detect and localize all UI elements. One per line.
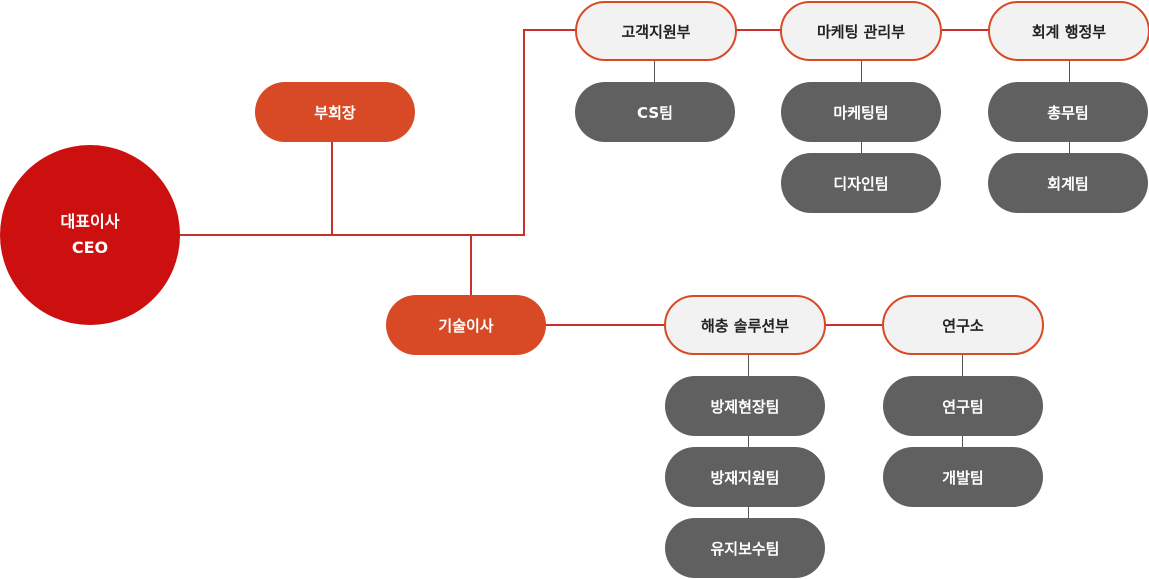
connector-cs	[654, 60, 655, 84]
team-development: 개발팀	[883, 447, 1043, 507]
team-cs-label: CS팀	[637, 103, 673, 122]
team-maintenance-label: 유지보수팀	[710, 539, 780, 558]
team-development-label: 개발팀	[942, 468, 984, 487]
team-general-affairs-label: 총무팀	[1047, 103, 1089, 122]
connector-cto	[470, 235, 472, 297]
team-marketing: 마케팅팀	[781, 82, 941, 142]
dept-research-label: 연구소	[942, 316, 984, 335]
connector-top-row	[523, 29, 989, 31]
ceo-node: 대표이사 CEO	[0, 145, 180, 325]
dept-customer-support-label: 고객지원부	[621, 22, 691, 41]
team-accounting: 회계팀	[988, 153, 1148, 213]
team-maintenance: 유지보수팀	[665, 518, 825, 578]
dept-accounting-label: 회계 행정부	[1031, 22, 1107, 41]
dept-accounting: 회계 행정부	[988, 1, 1149, 61]
team-research: 연구팀	[883, 376, 1043, 436]
vice-chairman-label: 부회장	[314, 103, 356, 122]
ceo-title: 대표이사	[60, 212, 120, 231]
team-field-control-label: 방제현장팀	[710, 397, 780, 416]
dept-marketing-label: 마케팅 관리부	[816, 22, 906, 41]
team-field-control: 방제현장팀	[665, 376, 825, 436]
connector-ceo-main	[178, 234, 524, 236]
team-design: 디자인팀	[781, 153, 941, 213]
ceo-subtitle: CEO	[71, 238, 109, 257]
dept-research: 연구소	[882, 295, 1044, 355]
dept-solutions: 해충 솔루션부	[664, 295, 826, 355]
team-control-support: 방재지원팀	[665, 447, 825, 507]
team-control-support-label: 방재지원팀	[710, 468, 780, 487]
team-marketing-label: 마케팅팀	[833, 103, 889, 122]
team-cs: CS팀	[575, 82, 735, 142]
connector-vice-chairman	[331, 140, 333, 235]
team-research-label: 연구팀	[942, 397, 984, 416]
vice-chairman-node: 부회장	[255, 82, 415, 142]
connector-solutions	[748, 354, 749, 521]
team-design-label: 디자인팀	[833, 174, 889, 193]
team-general-affairs: 총무팀	[988, 82, 1148, 142]
cto-label: 기술이사	[438, 316, 494, 335]
cto-node: 기술이사	[386, 295, 546, 355]
team-accounting-label: 회계팀	[1047, 174, 1089, 193]
dept-customer-support: 고객지원부	[575, 1, 737, 61]
connector-top-branch	[523, 29, 525, 236]
dept-marketing: 마케팅 관리부	[780, 1, 942, 61]
dept-solutions-label: 해충 솔루션부	[700, 316, 790, 335]
